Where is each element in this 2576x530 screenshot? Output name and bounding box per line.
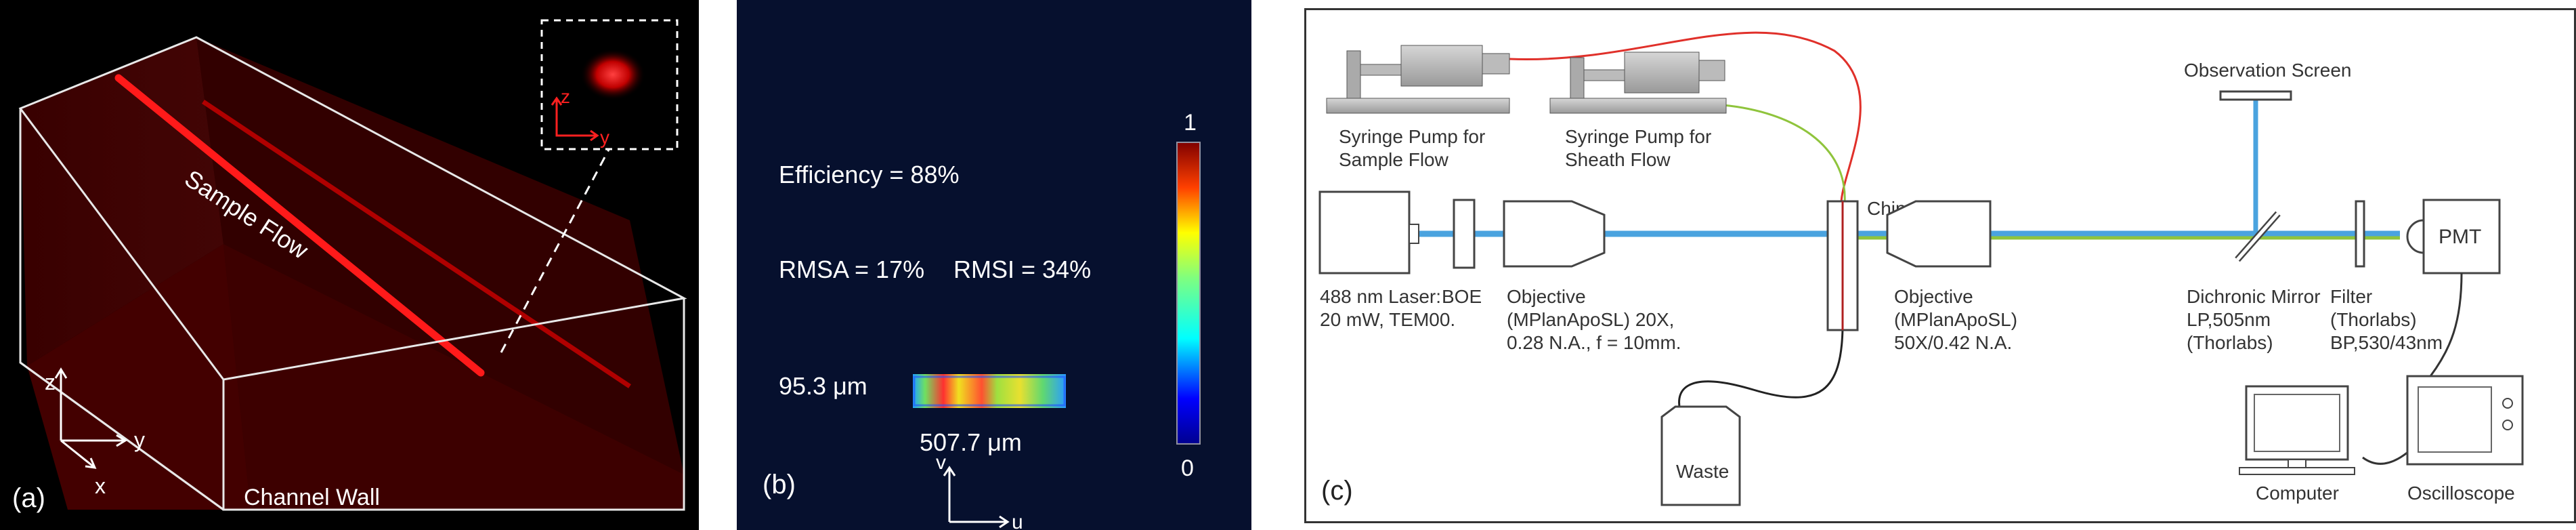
channel-wall-label: Channel Wall — [244, 485, 380, 510]
pmt-cable — [2429, 272, 2463, 377]
syringe-sheath-label-2: Sheath Flow — [1565, 149, 1671, 170]
mirror-label-3: (Thorlabs) — [2187, 332, 2273, 353]
left-wall-lower — [27, 244, 251, 510]
objective2-label-2: (MPlanApoSL) — [1894, 309, 2017, 330]
width-label: 507.7 μm — [920, 428, 1022, 456]
filter-label-1: Filter — [2330, 286, 2372, 307]
pmt-label: PMT — [2439, 226, 2481, 248]
sample-tube — [1509, 31, 1862, 204]
laser-box — [1318, 190, 1411, 274]
mirror-label-2: LP,505nm — [2187, 309, 2271, 330]
objective1-label-3: 0.28 N.A., f = 10mm. — [1507, 332, 1681, 353]
waste-container — [1660, 405, 1741, 506]
objective2-label-1: Objective — [1894, 286, 1973, 307]
panel-b-intensity-map: Efficiency = 88% RMSA = 17% RMSI = 34% 9… — [737, 0, 1251, 530]
observation-screen — [2219, 90, 2292, 101]
axis-v-label: v — [936, 451, 946, 474]
laser-aperture — [1409, 224, 1419, 244]
panel-b-label: (b) — [763, 470, 796, 500]
inset-axes — [551, 96, 599, 142]
boe-label: BOE — [1442, 286, 1482, 307]
uv-axes — [943, 466, 1010, 529]
rmsi-text: RMSI = 34% — [953, 256, 1091, 283]
laser-label-2: 20 mW, TEM00. — [1320, 309, 1455, 330]
rmsa-text: RMSA = 17% — [779, 256, 924, 283]
syringe-sample-label-1: Syringe Pump for — [1339, 126, 1485, 147]
inset-axis-z: z — [561, 86, 570, 107]
flat-top-beam-profile — [913, 374, 1066, 408]
bandpass-filter — [2355, 200, 2365, 268]
panel-a-channel-3d: z y Sample Flow Channel Wall z y x (a) — [0, 0, 699, 530]
objective1-label-1: Objective — [1507, 286, 1586, 307]
height-label: 95.3 μm — [779, 372, 867, 400]
filter-label-3: BP,530/43nm — [2330, 332, 2443, 353]
colorbar — [1176, 142, 1201, 445]
computer-label: Computer — [2256, 483, 2339, 504]
waste-tube — [1678, 328, 1844, 417]
optical-setup-schematic: Syringe Pump for Sample Flow Syringe Pum… — [1318, 31, 2524, 506]
bottom-wall-glow — [223, 244, 684, 510]
inset-pointer-arrow — [500, 135, 618, 353]
oscilloscope-icon — [2406, 375, 2524, 466]
objective-1 — [1503, 200, 1606, 268]
syringe-pump-sample — [1326, 45, 1510, 114]
sheath-tube — [1722, 104, 1846, 204]
axis-z-label: z — [45, 370, 56, 394]
efficiency-text: Efficiency = 88% — [779, 161, 959, 188]
pmt-window — [2406, 219, 2424, 254]
main-axes — [54, 367, 127, 469]
objective-2 — [1886, 200, 1992, 268]
axis-x-label: x — [95, 474, 106, 498]
dichroic-mirror-face — [2236, 212, 2279, 261]
filter-label-2: (Thorlabs) — [2330, 309, 2417, 330]
sheath-beam — [202, 100, 631, 388]
oscilloscope-label: Oscilloscope — [2407, 483, 2515, 504]
objective1-label-2: (MPlanApoSL) 20X, — [1507, 309, 1674, 330]
laser-label-1: 488 nm Laser: — [1320, 286, 1441, 307]
beam-profile-edge — [913, 375, 1066, 407]
right-channel-wall — [196, 37, 684, 474]
intensity-map-figure: Efficiency = 88% RMSA = 17% RMSI = 34% 9… — [763, 110, 1201, 530]
axis-u-label: u — [1012, 511, 1023, 530]
syringe-sheath-label-1: Syringe Pump for — [1565, 126, 1711, 147]
panel-c-label: (c) — [1321, 476, 1353, 506]
computer-icon — [2239, 385, 2355, 475]
panel-a-label: (a) — [12, 483, 45, 513]
panel-c-optical-setup: Syringe Pump for Sample Flow Syringe Pum… — [1304, 8, 2576, 523]
waste-label: Waste — [1676, 461, 1729, 482]
sample-flow-beam — [114, 74, 485, 377]
observation-screen-label: Observation Screen — [2184, 60, 2351, 81]
axis-y-label: y — [134, 428, 145, 452]
colorbar-min: 0 — [1181, 455, 1194, 481]
syringe-pump-sheath — [1549, 52, 1727, 114]
inset-axis-y: y — [600, 127, 609, 148]
syringe-sample-label-2: Sample Flow — [1339, 149, 1449, 170]
channel-3d-figure: z y Sample Flow Channel Wall z y x (a) — [12, 19, 687, 513]
channel-frame — [18, 36, 687, 511]
mirror-label-1: Dichronic Mirror — [2187, 286, 2321, 307]
inset-beam-spot — [580, 49, 645, 100]
colorbar-max: 1 — [1184, 110, 1197, 136]
objective2-label-3: 50X/0.42 N.A. — [1894, 332, 2012, 353]
boe-element — [1453, 199, 1476, 269]
